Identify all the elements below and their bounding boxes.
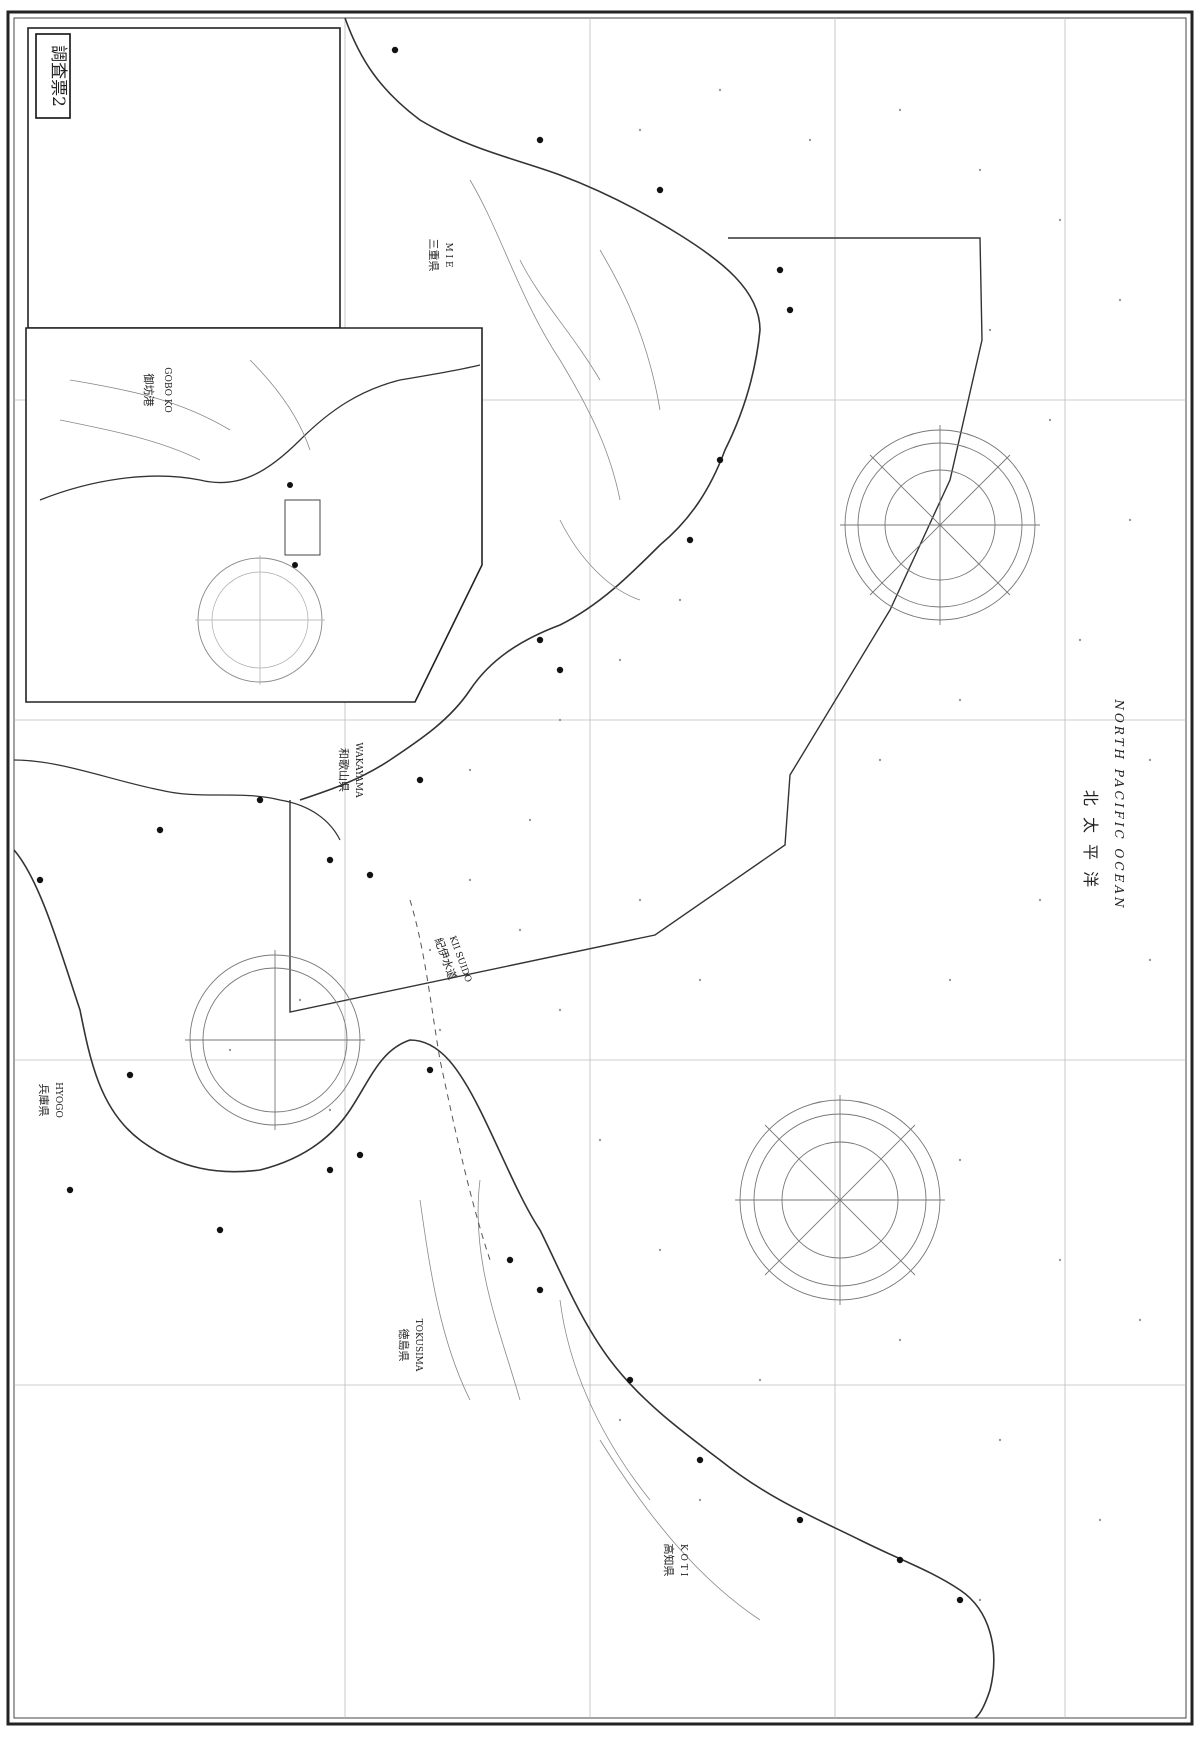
label-mie-en: M I E bbox=[443, 242, 453, 267]
compass-rose-lower bbox=[735, 1095, 945, 1305]
label-mie-jp: 三重県 bbox=[427, 239, 441, 272]
label-wakayama-jp: 和歌山県 bbox=[337, 748, 351, 792]
inset-title-en: GOBO KO bbox=[162, 367, 172, 412]
chart-frame-outer bbox=[6, 10, 1194, 1726]
doc-label-frame bbox=[35, 33, 71, 119]
inset-title-jp: 御坊港 bbox=[142, 374, 156, 407]
label-box bbox=[27, 27, 341, 329]
graticule bbox=[14, 18, 1186, 1718]
route-line-kii-suido bbox=[409, 899, 491, 1261]
land-relief-shikoku bbox=[419, 1179, 761, 1621]
compass-rose-upper bbox=[840, 425, 1040, 625]
port-markers bbox=[36, 46, 964, 1604]
label-ocean-en: NORTH PACIFIC OCEAN bbox=[1112, 698, 1126, 910]
chart-frame-inner bbox=[13, 17, 1187, 1719]
label-hyogo-en: HYOGO bbox=[53, 1082, 63, 1118]
label-koti-jp: 高知県 bbox=[662, 1544, 676, 1577]
label-tokusima-jp: 徳島県 bbox=[397, 1329, 411, 1362]
inset-map-frame bbox=[25, 327, 483, 703]
label-ocean-jp: 北 太 平 洋 bbox=[1081, 790, 1100, 890]
coastline-hyogo-north bbox=[13, 759, 341, 841]
label-tokusima-en: TOKUSIMA bbox=[413, 1319, 423, 1372]
coastline-hyogo-tokusima bbox=[13, 849, 995, 1719]
inset-harbor-area bbox=[284, 499, 321, 556]
label-hyogo-jp: 兵庫県 bbox=[37, 1084, 51, 1117]
coastline-mie-wakayama bbox=[299, 17, 761, 801]
inset-map-content bbox=[39, 359, 481, 685]
label-wakayama-en: WAKAYAMA bbox=[353, 742, 363, 798]
depth-soundings bbox=[228, 88, 1152, 1602]
compass-rose-left bbox=[185, 950, 365, 1130]
survey-area-boundary bbox=[289, 237, 983, 1013]
label-koti-en: K O T I bbox=[678, 1544, 688, 1577]
doc-label: 調査票2 bbox=[48, 45, 68, 107]
land-relief-kii bbox=[469, 179, 661, 601]
